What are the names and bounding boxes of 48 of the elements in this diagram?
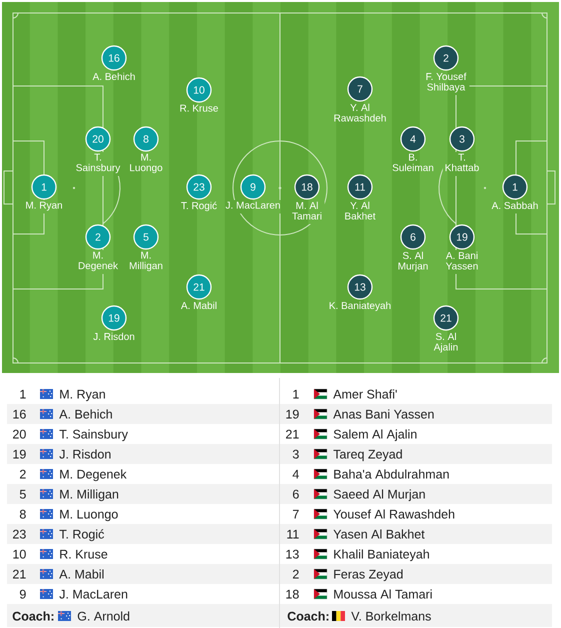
shirt-number: 8 bbox=[20, 510, 26, 519]
player-name: M. Degenek bbox=[60, 469, 127, 482]
shirt-number: 13 bbox=[286, 550, 299, 559]
player-name: Yasen Al Bakhet bbox=[333, 529, 425, 539]
player-name: Salem Al Ajalin bbox=[334, 429, 416, 442]
player-name: Moussa Al Tamari bbox=[334, 589, 432, 599]
shirt-number: 2 bbox=[292, 570, 299, 578]
coach-label: Coach: bbox=[12, 611, 54, 621]
shirt-number: 2 bbox=[20, 470, 26, 478]
player-name: Amer Shafi' bbox=[333, 389, 397, 399]
shirt-number: 3 bbox=[292, 450, 299, 459]
shirt-number: 5 bbox=[20, 490, 26, 499]
shirt-number: 16 bbox=[13, 410, 26, 419]
player-name: Anas Bani Yassen bbox=[333, 409, 434, 419]
shirt-number: 11 bbox=[287, 530, 299, 538]
shirt-number: 21 bbox=[286, 430, 299, 438]
shirt-number: 18 bbox=[286, 590, 299, 599]
player-name: A. Behich bbox=[59, 409, 112, 419]
shirt-number: 21 bbox=[13, 570, 26, 578]
shirt-number: 23 bbox=[13, 530, 26, 539]
player-name: Saeed Al Murjan bbox=[334, 489, 425, 502]
player-name: J. MacLaren bbox=[59, 590, 128, 599]
shirt-number: 19 bbox=[13, 450, 26, 459]
player-name: T. Sainsbury bbox=[59, 429, 128, 442]
shirt-number: 1 bbox=[293, 390, 299, 398]
player-name: R. Kruse bbox=[60, 550, 108, 559]
shirt-number: 10 bbox=[13, 550, 26, 559]
shirt-number: 20 bbox=[13, 430, 26, 439]
player-name: M. Luongo bbox=[60, 510, 118, 522]
player-name: J. Risdon bbox=[59, 449, 110, 459]
player-name: T. Rogić bbox=[59, 529, 104, 542]
player-name: M. Milligan bbox=[60, 489, 118, 502]
shirt-number: 1 bbox=[20, 390, 26, 398]
player-name: Baha'a Abdulrahman bbox=[334, 469, 449, 479]
shirt-number: 6 bbox=[292, 490, 299, 499]
coach-name: V. Borkelmans bbox=[351, 611, 431, 621]
player-name: Feras Zeyad bbox=[334, 569, 403, 582]
coach-label: Coach: bbox=[288, 611, 328, 621]
shirt-number: 19 bbox=[286, 410, 299, 419]
shirt-number: 4 bbox=[292, 470, 299, 478]
shirt-number: 9 bbox=[20, 590, 26, 599]
player-name: M. Ryan bbox=[60, 390, 105, 402]
coach-name: G. Arnold bbox=[78, 611, 130, 621]
player-name: Tareq Zeyad bbox=[333, 449, 402, 462]
player-name: Yousef Al Rawashdeh bbox=[333, 509, 454, 519]
player-name: A. Mabil bbox=[59, 569, 104, 579]
shirt-number: 7 bbox=[293, 510, 299, 518]
player-name: Khalil Baniateyah bbox=[334, 549, 429, 562]
